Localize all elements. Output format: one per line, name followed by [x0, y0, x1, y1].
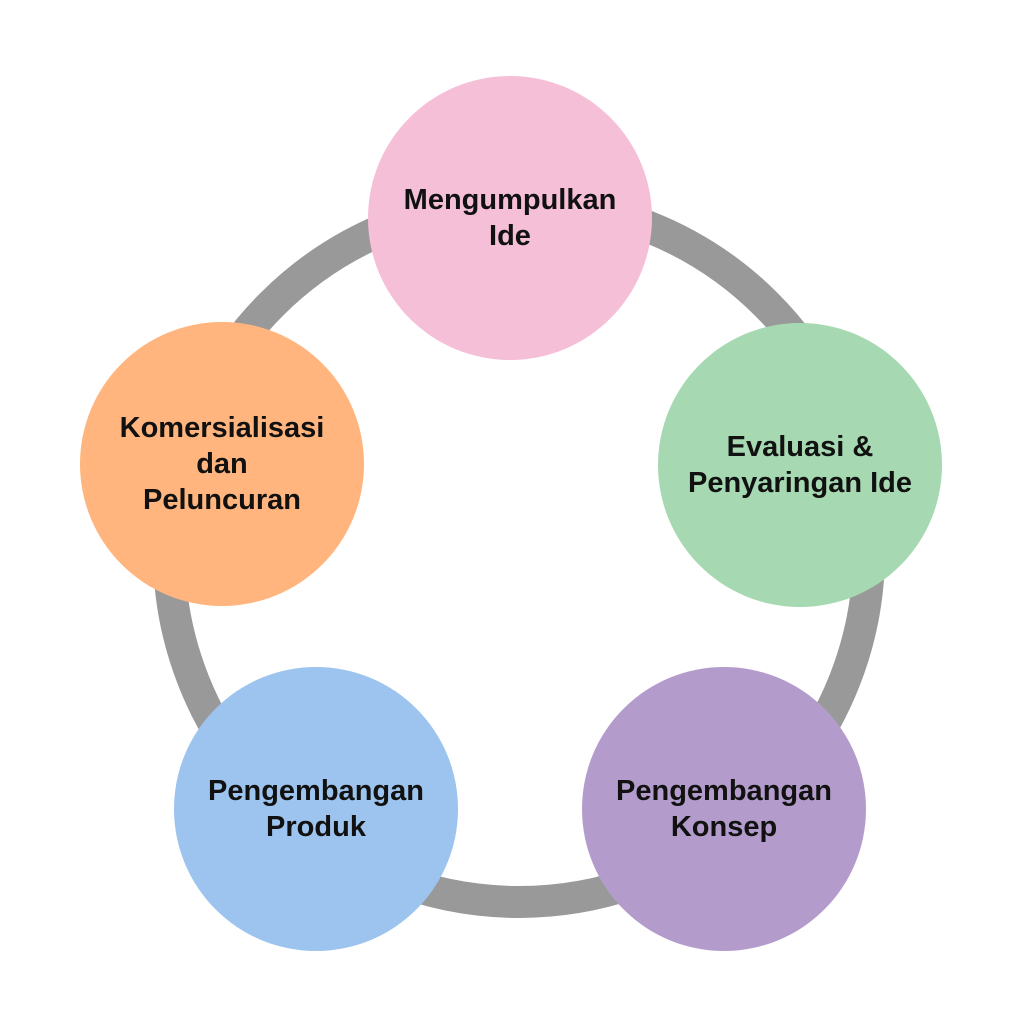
stage-pengembangan-konsep: Pengembangan Konsep: [582, 667, 866, 951]
stage-label: Pengembangan Produk: [208, 775, 424, 843]
stage-label: Evaluasi & Penyaringan Ide: [687, 431, 912, 499]
stage-label: Mengumpulkan Ide: [403, 184, 617, 252]
stage-evaluasi-penyaringan-ide: Evaluasi & Penyaringan Ide: [658, 323, 942, 607]
stage-mengumpulkan-ide: Mengumpulkan Ide: [368, 76, 652, 360]
stage-pengembangan-produk: Pengembangan Produk: [174, 667, 458, 951]
stage-label: Komersialisasi dan Peluncuran: [119, 412, 325, 516]
stage-label: Pengembangan Konsep: [616, 775, 832, 843]
stage-komersialisasi-peluncuran: Komersialisasi dan Peluncuran: [80, 322, 364, 606]
